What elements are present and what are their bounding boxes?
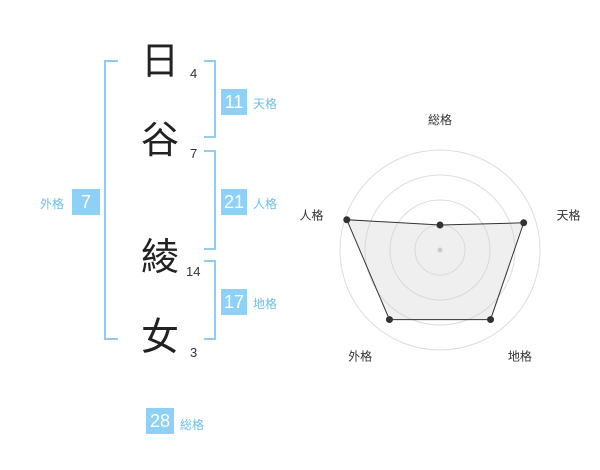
radar-point-2 bbox=[520, 219, 528, 227]
stroke-count-2: 7 bbox=[190, 146, 198, 161]
gaikaku-value: 7 bbox=[72, 189, 100, 215]
name-char-1: 日 bbox=[140, 39, 179, 83]
gaikaku-bracket bbox=[104, 60, 118, 340]
stroke-count-1: 4 bbox=[190, 66, 198, 81]
radar-point-5 bbox=[343, 216, 351, 224]
radar-center bbox=[437, 247, 443, 253]
chikaku-value: 17 bbox=[221, 289, 247, 315]
radar-point-1 bbox=[436, 221, 444, 229]
gaikaku-label: 外格 bbox=[40, 197, 65, 211]
jinkaku-bracket bbox=[204, 150, 216, 250]
radar-point-3 bbox=[487, 316, 495, 324]
chikaku-bracket bbox=[204, 260, 216, 340]
stroke-count-4: 3 bbox=[190, 345, 198, 360]
radar-axis-label-1: 総格 bbox=[428, 112, 452, 127]
soukaku-label: 総格 bbox=[180, 418, 205, 432]
radar-axis-label-3: 地格 bbox=[508, 349, 532, 364]
jinkaku-value: 21 bbox=[221, 189, 247, 215]
soukaku-value: 28 bbox=[146, 408, 174, 434]
name-char-3: 綾 bbox=[140, 235, 179, 279]
tenkaku-value: 11 bbox=[221, 89, 247, 115]
tenkaku-bracket bbox=[204, 60, 216, 138]
radar-point-4 bbox=[385, 316, 393, 324]
tenkaku-label: 天格 bbox=[253, 97, 278, 111]
name-char-4: 女 bbox=[140, 315, 179, 359]
jinkaku-label: 人格 bbox=[253, 197, 278, 211]
radar-axis-label-2: 天格 bbox=[557, 207, 581, 222]
name-char-2: 谷 bbox=[140, 118, 179, 162]
radar-axis-label-4: 外格 bbox=[348, 349, 372, 364]
chikaku-label: 地格 bbox=[253, 297, 278, 311]
radar-series-area bbox=[346, 219, 525, 321]
stroke-count-3: 14 bbox=[186, 264, 201, 279]
radar-axis-label-5: 人格 bbox=[299, 207, 323, 222]
